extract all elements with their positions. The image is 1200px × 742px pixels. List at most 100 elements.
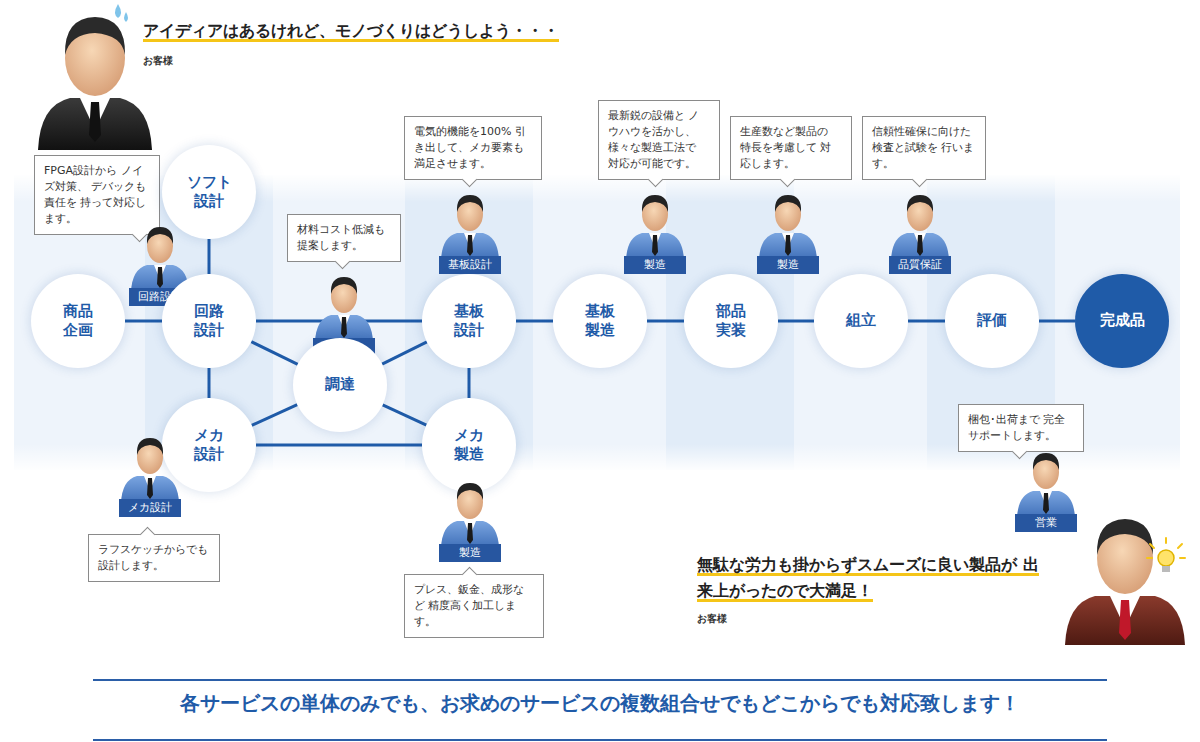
speech-text: アイディアはあるけれど、モノづくりはどうしよう・・・	[143, 21, 559, 42]
connector-line	[382, 342, 427, 364]
bubble-tail	[140, 527, 156, 543]
process-circle: 評価	[945, 274, 1039, 368]
connector	[1039, 321, 1075, 322]
rule	[93, 739, 1107, 741]
bubble-tail	[335, 254, 351, 270]
process-circle: 調達	[293, 338, 387, 432]
process-circle: 商品 企画	[31, 274, 125, 368]
process-label: 評価	[977, 311, 1007, 330]
connector	[908, 321, 945, 322]
connector-line	[252, 405, 298, 426]
connector	[209, 368, 210, 398]
process-label: 完成品	[1100, 311, 1145, 330]
role-label: 製造	[757, 256, 819, 274]
role-label: 製造	[624, 256, 686, 274]
connector	[469, 368, 470, 398]
connector-line	[516, 320, 553, 323]
role-label: メカ設計	[119, 499, 181, 517]
process-circle: メカ 製造	[422, 398, 516, 492]
staff-badge: 製造	[439, 478, 501, 562]
connector-line	[1039, 320, 1075, 323]
bubble-text: 生産数など製品の 特長を考慮して 対応します。	[740, 124, 842, 172]
connector-line	[251, 342, 298, 365]
process-label: 調達	[325, 375, 355, 394]
bubble-tail	[912, 172, 928, 188]
bubble-text: プレス、鈑金、成形など 精度高く加工します。	[414, 582, 534, 630]
process-circle: 部品 実装	[684, 274, 778, 368]
connector-line	[208, 368, 211, 398]
speech-bubble: 材料コスト低減も 提案します。	[287, 214, 401, 262]
bubble-tail	[462, 172, 478, 188]
customer-label: お客様	[697, 612, 727, 626]
bubble-text: 梱包･出荷まで 完全サポートします。	[968, 412, 1074, 444]
connector	[382, 342, 427, 364]
connector-line	[647, 320, 684, 323]
bubble-tail	[462, 567, 478, 583]
bubble-text: 最新鋭の設備と ノウハウを活かし、 様々な製造工法で 対応が可能です。	[608, 108, 710, 172]
result-circle: 完成品	[1075, 274, 1169, 368]
role-label: 営業	[1015, 514, 1077, 532]
role-label: 基板設計	[439, 256, 501, 274]
process-label: 回路 設計	[184, 302, 234, 340]
connector-line	[778, 320, 814, 323]
bubble-text: ラフスケッチからでも 設計します。	[98, 542, 210, 574]
process-label: 組立	[846, 311, 876, 330]
speech-bubble: 生産数など製品の 特長を考慮して 対応します。	[730, 116, 852, 180]
process-label: 商品 企画	[53, 302, 103, 340]
footer-caption: 各サービスの単体のみでも、お求めのサービスの複数組合せでもどこからでも対応致しま…	[93, 690, 1107, 717]
process-circle: 回路 設計	[162, 274, 256, 368]
bubble-tail	[132, 226, 148, 242]
bubble-tail	[780, 172, 796, 188]
speech-bubble: 梱包･出荷まで 完全サポートします。	[958, 404, 1084, 452]
process-circle: 基板 製造	[553, 274, 647, 368]
connector	[516, 321, 553, 322]
staff-badge: 品質保証	[889, 190, 951, 274]
bubble-text: 材料コスト低減も 提案します。	[297, 222, 391, 254]
process-label: 基板 設計	[444, 302, 494, 340]
speech-bubble: ラフスケッチからでも 設計します。	[88, 534, 220, 582]
connector-line	[383, 405, 427, 425]
process-label: メカ 製造	[444, 426, 494, 464]
speech-bubble: FPGA設計から ノイズ対策、 デバックも責任を 持って対応します。	[34, 155, 160, 235]
process-circle: 組立	[814, 274, 908, 368]
connector	[383, 405, 427, 425]
connector-line	[125, 320, 162, 323]
connector	[256, 445, 422, 446]
customer-figure	[1065, 519, 1185, 645]
process-label: メカ 設計	[184, 426, 234, 464]
speech-bubble: 最新鋭の設備と ノウハウを活かし、 様々な製造工法で 対応が可能です。	[598, 100, 720, 180]
speech-bubble: 電気的機能を100% 引き出して、メカ要素も 満足させます。	[404, 116, 542, 180]
connector-line	[256, 444, 422, 447]
process-label: 基板 製造	[575, 302, 625, 340]
connector	[778, 321, 814, 322]
staff-badge: 営業	[1015, 448, 1077, 532]
bubble-tail	[1012, 444, 1028, 460]
connector-line	[908, 320, 945, 323]
connector	[252, 405, 298, 426]
staff-badge: 基板設計	[439, 190, 501, 274]
process-circle: 基板 設計	[422, 274, 516, 368]
speech-bubble: 信頼性確保に向けた 検査と試験を 行います。	[862, 116, 986, 180]
staff-badge: 製造	[757, 190, 819, 274]
bubble-text: 電気的機能を100% 引き出して、メカ要素も 満足させます。	[414, 124, 532, 172]
bubble-text: 信頼性確保に向けた 検査と試験を 行います。	[872, 124, 976, 172]
connector	[251, 342, 298, 365]
staff-badge: 製造	[624, 190, 686, 274]
customer-speech: 無駄な労力も掛からずスムーズに良い製品が 出来上がったので大満足！	[697, 552, 1042, 603]
connector	[125, 321, 162, 322]
speech-text: 無駄な労力も掛からずスムーズに良い製品が 出来上がったので大満足！	[697, 555, 1039, 602]
process-label: ソフト 設計	[184, 173, 234, 211]
connector-line	[208, 239, 211, 274]
process-label: 部品 実装	[706, 302, 756, 340]
role-label: 製造	[439, 544, 501, 562]
bubble-tail	[648, 172, 664, 188]
bubble-text: FPGA設計から ノイズ対策、 デバックも責任を 持って対応します。	[44, 163, 150, 227]
speech-bubble: プレス、鈑金、成形など 精度高く加工します。	[404, 574, 544, 638]
customer-speech: アイディアはあるけれど、モノづくりはどうしよう・・・	[143, 18, 559, 44]
staff-badge: メカ設計	[119, 433, 181, 517]
role-label: 品質保証	[889, 256, 951, 274]
process-circle: メカ 設計	[162, 398, 256, 492]
band-column	[666, 175, 794, 470]
connector-line	[468, 368, 471, 398]
